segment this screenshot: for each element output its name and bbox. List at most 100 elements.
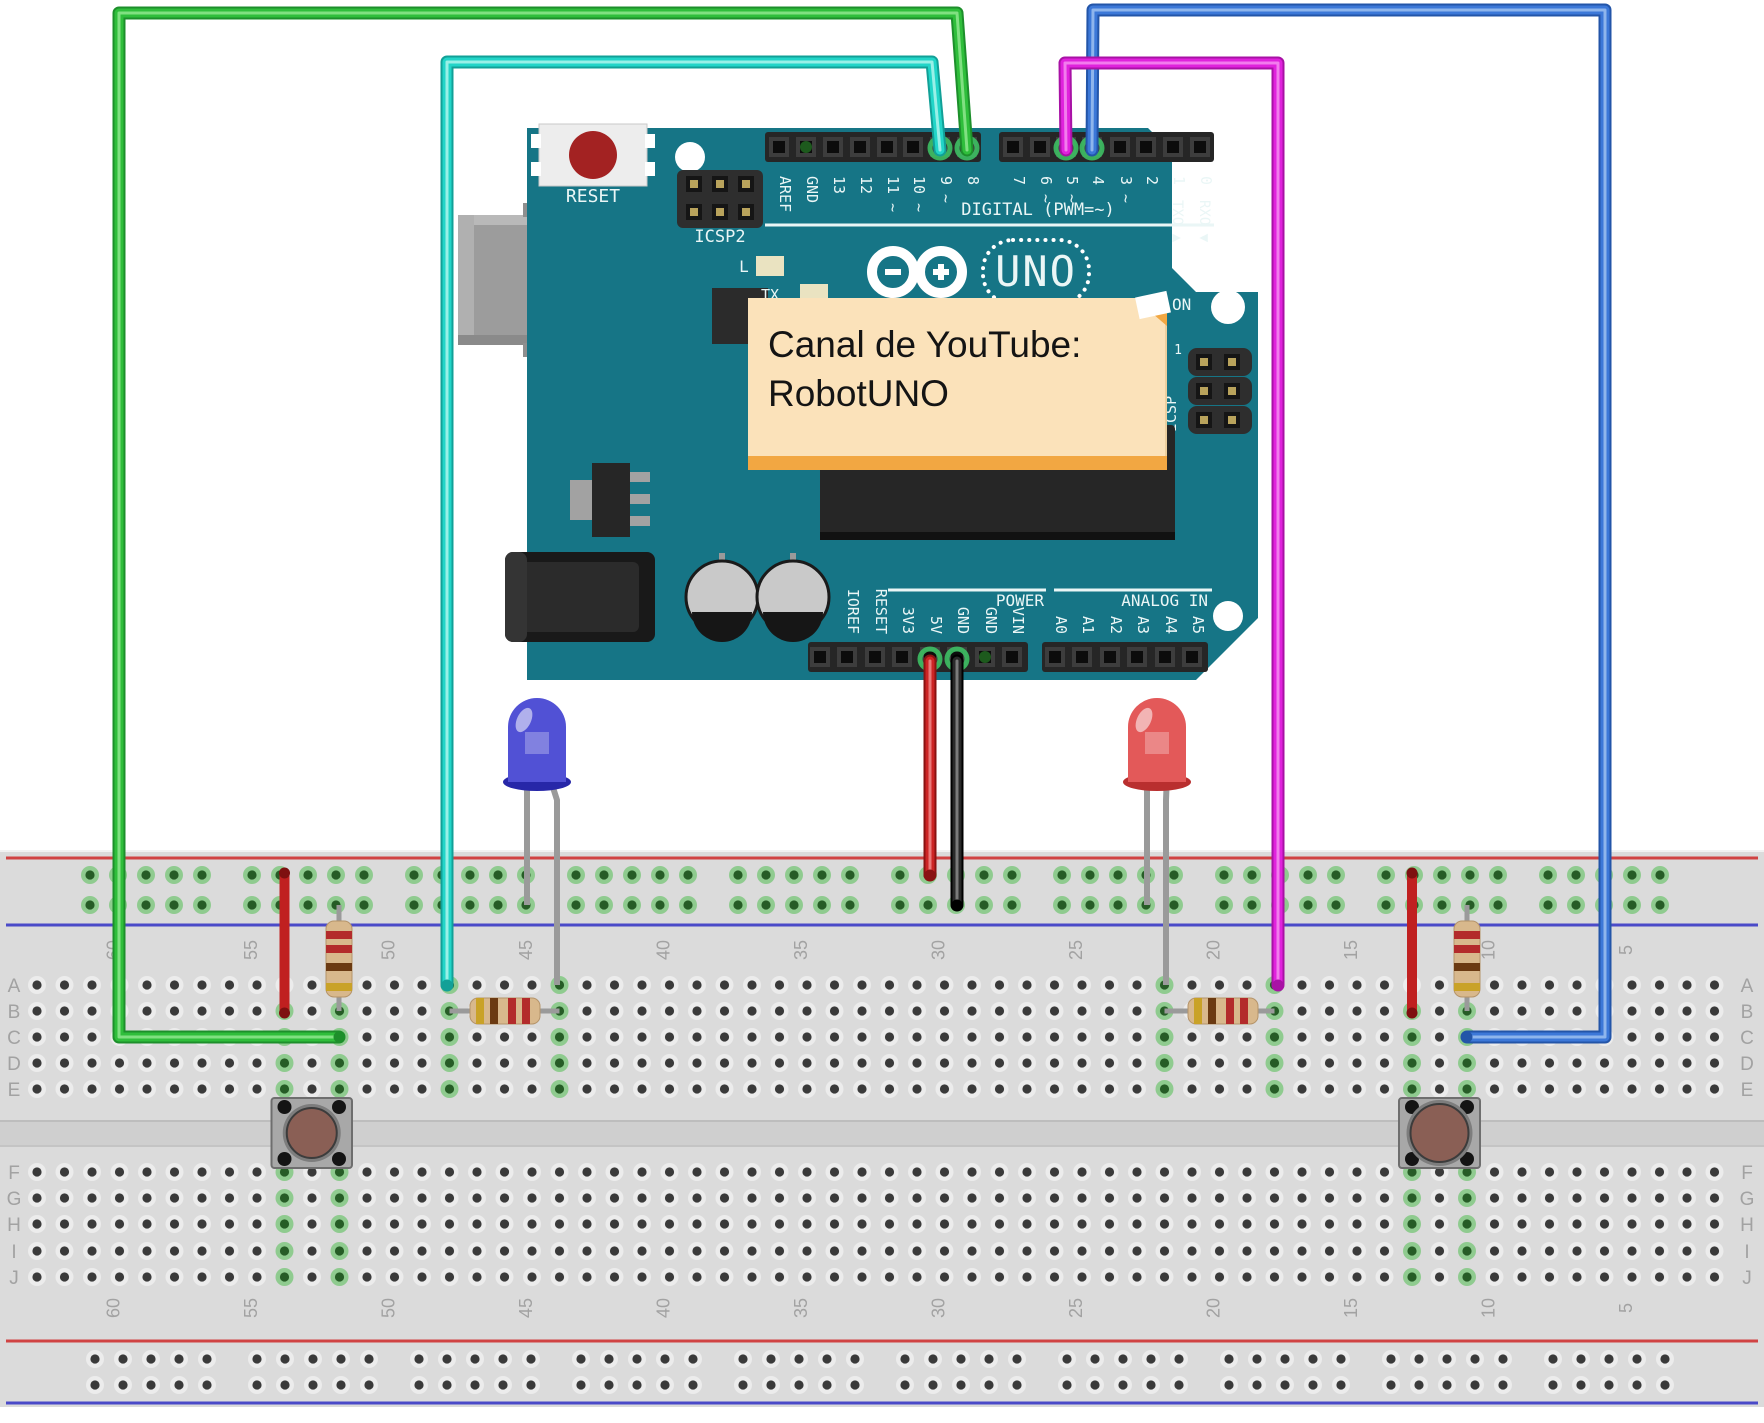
wire-black[interactable] — [950, 654, 964, 912]
resistor-vertical-right[interactable] — [1453, 905, 1481, 1011]
mounting-hole — [1213, 601, 1243, 631]
jumper-left[interactable] — [279, 867, 290, 1019]
wire-green[interactable] — [112, 6, 974, 1044]
row-letter: D — [7, 1054, 21, 1075]
pin-label: GND — [982, 607, 1000, 634]
pin-label: A2 — [1107, 616, 1125, 634]
pin-label: 2 — [1143, 176, 1161, 185]
capacitor — [755, 553, 831, 642]
pin-label: 1 — [1170, 176, 1188, 185]
icsp2-header[interactable] — [677, 170, 763, 228]
rail-blue-line — [6, 923, 1758, 927]
tx0-label: TXO ▲ — [1169, 200, 1185, 243]
rail-red-line — [6, 856, 1758, 860]
mounting-hole — [1211, 290, 1245, 324]
column-number: 15 — [1341, 940, 1361, 960]
column-number: 25 — [1066, 940, 1086, 960]
note-text-line1: Canal de YouTube: — [768, 324, 1082, 365]
pin-label: A5 — [1189, 616, 1207, 634]
note-text-line2: RobotUNO — [768, 373, 949, 414]
arduino-logo: UNO — [867, 238, 1091, 306]
jumper-right[interactable] — [1406, 867, 1418, 1019]
column-number: 60 — [104, 1298, 124, 1318]
power-label: POWER — [996, 591, 1045, 610]
icsp-pin1-label: 1 — [1174, 343, 1182, 358]
uno-label: UNO — [995, 247, 1077, 296]
row-letter: D — [1740, 1054, 1754, 1075]
center-channel — [0, 1120, 1764, 1147]
column-number: 55 — [241, 940, 261, 960]
pin-label: A0 — [1052, 616, 1070, 634]
column-number: 5 — [1616, 1303, 1636, 1313]
resistor-horizontal-left[interactable] — [449, 997, 560, 1025]
pin-label: 6 ~ — [1037, 176, 1055, 203]
row-letter: I — [11, 1242, 16, 1263]
row-letter: C — [7, 1028, 21, 1049]
pin-label: GND — [954, 607, 972, 634]
pin-label: 11 ~ — [884, 176, 902, 212]
pushbutton-left[interactable] — [270, 1097, 353, 1169]
pin-label: A4 — [1162, 616, 1180, 634]
row-letter: J — [1742, 1268, 1752, 1289]
wire-cyan[interactable] — [440, 55, 947, 992]
l-led — [756, 256, 784, 276]
row-letter: G — [7, 1189, 22, 1210]
wire-red[interactable] — [923, 654, 937, 882]
column-number: 35 — [791, 940, 811, 960]
pin-label: A1 — [1079, 616, 1097, 634]
button-cap — [1409, 1103, 1470, 1163]
terminal-grid — [28, 976, 1724, 1286]
row-letter: B — [8, 1002, 21, 1023]
row-letter: B — [1741, 1002, 1754, 1023]
row-letter: C — [1740, 1028, 1754, 1049]
row-letter: E — [8, 1080, 21, 1101]
pin-label: 5 ~ — [1063, 176, 1081, 203]
resistor-vertical-left[interactable] — [325, 905, 353, 1011]
led-red[interactable] — [1123, 698, 1191, 985]
column-number: 5 — [1616, 945, 1636, 955]
column-number: 50 — [379, 940, 399, 960]
row-letter: F — [8, 1163, 20, 1184]
column-number: 40 — [654, 940, 674, 960]
pin-label: 8 — [964, 176, 982, 185]
row-letter: G — [1740, 1189, 1755, 1210]
digital-label: DIGITAL (PWM=~) — [961, 200, 1115, 220]
row-letter: E — [1741, 1080, 1754, 1101]
resistor-horizontal-right[interactable] — [1164, 997, 1275, 1025]
capacitor — [684, 553, 760, 642]
led-blue[interactable] — [503, 698, 571, 985]
l-led-label: L — [739, 257, 749, 276]
column-number: 25 — [1066, 1298, 1086, 1318]
pin-label: RESET — [872, 589, 890, 634]
analog-label: ANALOG IN — [1121, 591, 1208, 610]
reset-button[interactable] — [531, 123, 655, 187]
sticky-note[interactable]: Canal de YouTube: RobotUNO — [748, 290, 1171, 470]
row-letter: A — [8, 976, 21, 997]
pin-label: GND — [803, 176, 821, 203]
pin-label: 0 — [1197, 176, 1215, 185]
pin-label: VIN — [1009, 607, 1027, 634]
row-letter: H — [1740, 1215, 1754, 1236]
tx-led — [800, 284, 828, 302]
pin-label: 3 ~ — [1117, 176, 1135, 203]
reset-cap — [569, 131, 617, 179]
column-number: 30 — [929, 1298, 949, 1318]
reset-label: RESET — [566, 186, 620, 207]
wire-magenta[interactable] — [1058, 56, 1285, 992]
icsp-header[interactable] — [1188, 348, 1252, 434]
mounting-hole — [675, 142, 705, 172]
column-number: 10 — [1479, 940, 1499, 960]
rail-blue-line — [6, 1401, 1758, 1405]
pushbutton-right[interactable] — [1398, 1097, 1481, 1169]
icsp2-label: ICSP2 — [694, 227, 745, 247]
column-number: 30 — [929, 940, 949, 960]
column-number: 45 — [516, 1298, 536, 1318]
row-letter: F — [1741, 1163, 1753, 1184]
pin-label: 12 — [857, 176, 875, 194]
